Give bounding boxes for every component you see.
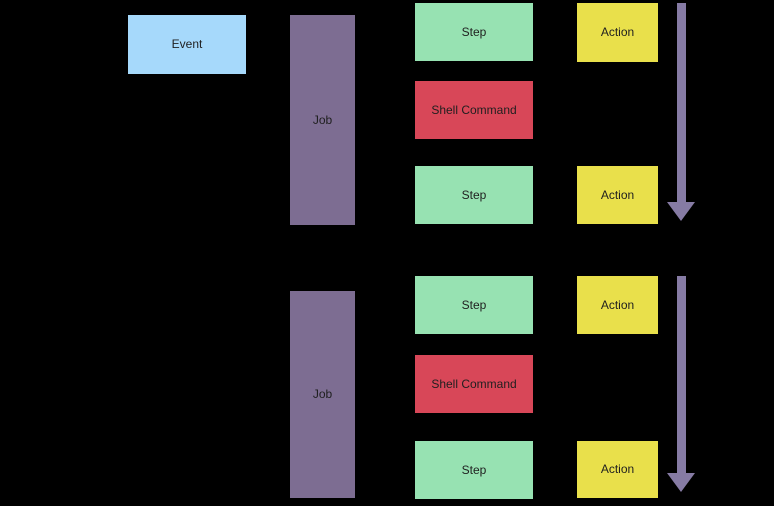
job-node: Job: [290, 15, 355, 225]
job-node: Job: [290, 291, 355, 498]
execution-order-arrow-shaft: [677, 276, 686, 473]
step-node: Step: [415, 441, 533, 499]
step-node: Step: [415, 166, 533, 224]
shell-command-node: Shell Command: [415, 355, 533, 413]
event-node: Event: [128, 15, 246, 74]
action-node: Action: [577, 441, 658, 498]
action-node: Action: [577, 276, 658, 334]
step-node: Step: [415, 276, 533, 334]
arrow-down-icon: [667, 473, 695, 492]
shell-command-node: Shell Command: [415, 81, 533, 139]
execution-order-arrow-shaft: [677, 3, 686, 202]
arrow-down-icon: [667, 202, 695, 221]
step-node: Step: [415, 3, 533, 61]
action-node: Action: [577, 3, 658, 62]
action-node: Action: [577, 166, 658, 224]
